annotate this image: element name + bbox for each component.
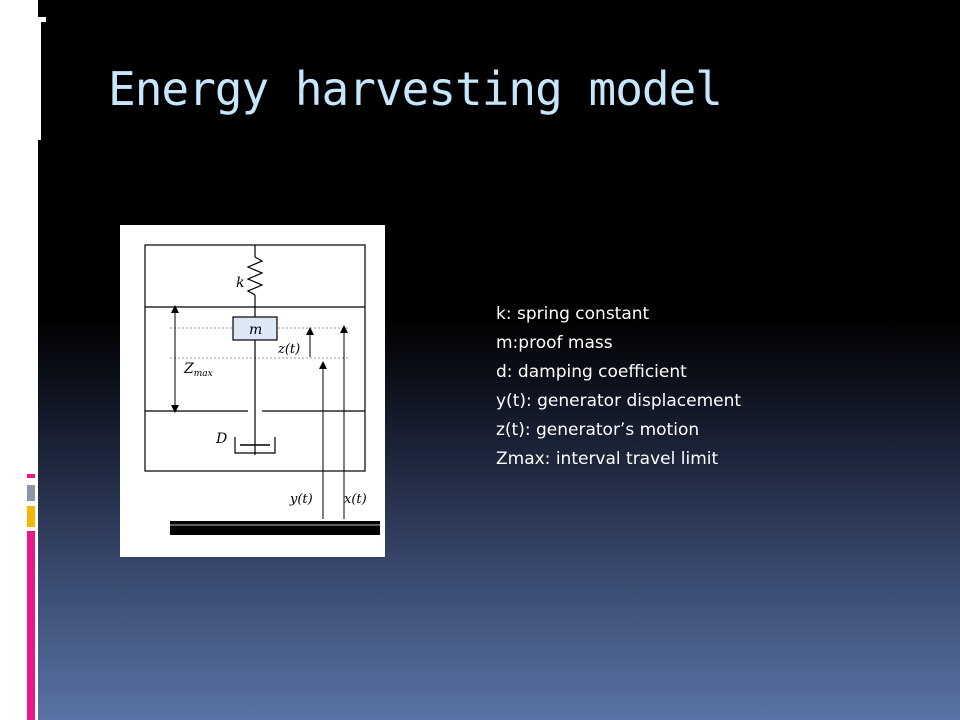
corner-bracket-side [38, 17, 41, 140]
accent-bar-yellow [27, 506, 35, 527]
legend-item: Zmax: interval travel limit [496, 449, 719, 469]
mass-spring-damper-diagram: k m z(t) Zmax D y(t) x(t) [144, 244, 380, 535]
accent-bar-magenta-top [27, 474, 35, 478]
label-zmax-main: Z [183, 361, 194, 377]
corner-bracket-top [38, 17, 46, 22]
label-y: y(t) [289, 492, 313, 507]
label-m: m [249, 322, 262, 338]
label-k: k [236, 275, 244, 291]
accent-bar-magenta-long [27, 531, 35, 720]
label-z: z(t) [277, 342, 300, 357]
label-zmax-sub: max [194, 369, 213, 379]
spring [246, 256, 264, 296]
label-zmax: Zmax [183, 361, 213, 379]
damper-cup [234, 437, 276, 454]
legend-item: d: damping coefficient [496, 362, 687, 382]
variable-legend: k: spring constant m:proof mass d: dampi… [496, 300, 741, 474]
mass-spring-damper-figure: k m z(t) Zmax D y(t) x(t) [120, 225, 385, 557]
legend-item: z(t): generator’s motion [496, 420, 700, 440]
accent-bar-gray [27, 485, 35, 501]
left-white-strip [0, 0, 38, 720]
slide-title: Energy harvesting model [108, 62, 723, 116]
label-d: D [215, 431, 227, 447]
legend-item: m:proof mass [496, 333, 613, 353]
base-platform [170, 521, 380, 535]
label-x: x(t) [344, 492, 367, 507]
legend-item: y(t): generator displacement [496, 391, 742, 411]
legend-item: k: spring constant [496, 304, 650, 324]
